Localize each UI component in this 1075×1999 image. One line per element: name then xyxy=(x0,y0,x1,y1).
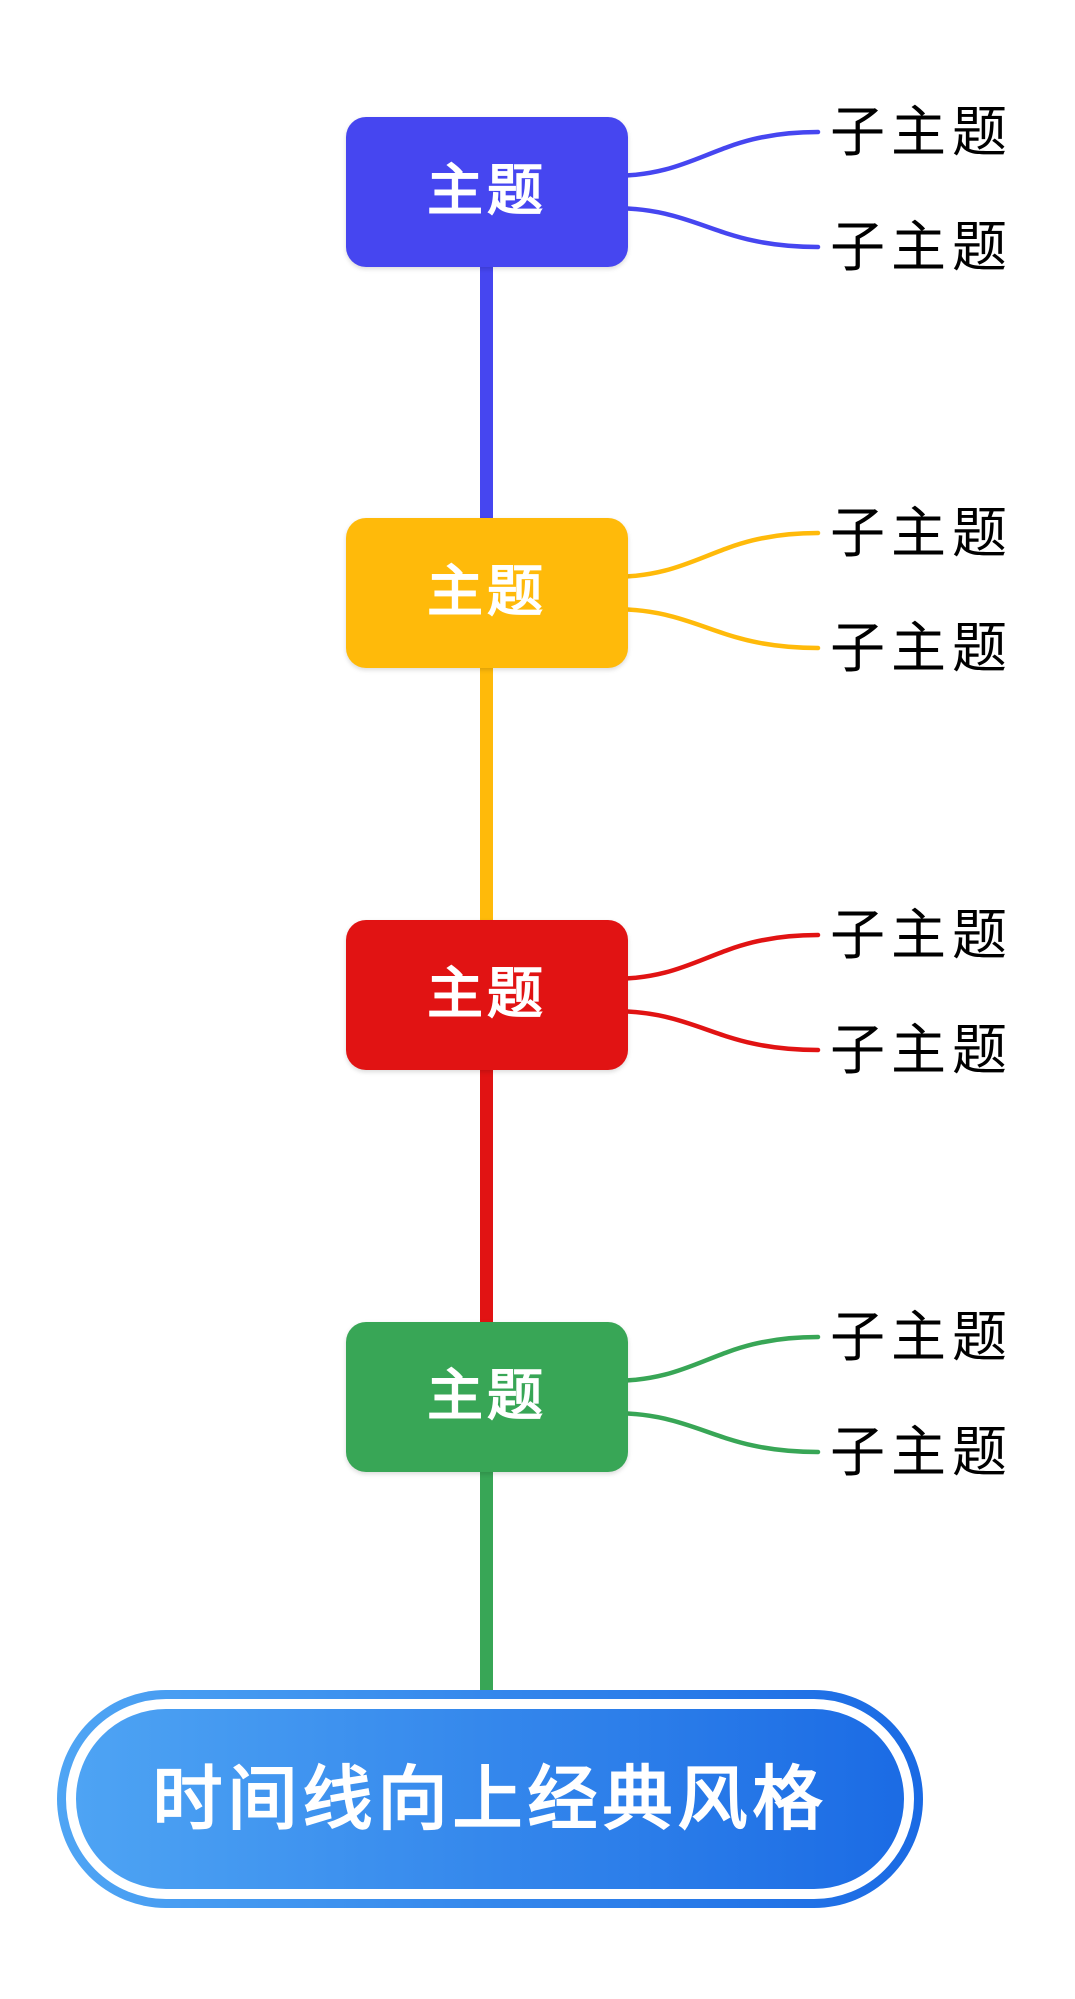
connector-topic1-sub1 xyxy=(609,129,821,179)
connector-topic3-sub1 xyxy=(609,932,821,982)
subtopic-node-3-1[interactable]: 子主题 xyxy=(830,903,1014,967)
topic-node-4-label: 主题 xyxy=(427,1364,547,1429)
topic-node-1[interactable]: 主题 xyxy=(346,117,628,267)
topic-node-2-label: 主题 xyxy=(427,560,547,625)
timeline-segment-3 xyxy=(480,995,493,1326)
timeline-segment-1 xyxy=(480,192,493,523)
connector-topic4-sub1 xyxy=(609,1334,821,1384)
topic-node-1-label: 主题 xyxy=(427,159,547,224)
root-node-label: 时间线向上经典风格 xyxy=(152,1758,828,1840)
topic-node-3[interactable]: 主题 xyxy=(346,920,628,1070)
subtopic-node-4-2[interactable]: 子主题 xyxy=(830,1420,1014,1484)
timeline-segment-2 xyxy=(480,593,493,924)
connector-topic2-sub2 xyxy=(609,606,821,651)
root-node[interactable]: 时间线向上经典风格 xyxy=(57,1690,923,1908)
connector-topic4-sub2 xyxy=(609,1410,821,1455)
subtopic-node-4-1[interactable]: 子主题 xyxy=(830,1305,1014,1369)
subtopic-node-1-1[interactable]: 子主题 xyxy=(830,100,1014,164)
subtopic-node-1-2[interactable]: 子主题 xyxy=(830,215,1014,279)
subtopic-node-2-2[interactable]: 子主题 xyxy=(830,616,1014,680)
connector-topic2-sub1 xyxy=(609,530,821,580)
connector-topic1-sub2 xyxy=(609,205,821,250)
subtopic-node-2-1[interactable]: 子主题 xyxy=(830,501,1014,565)
topic-node-3-label: 主题 xyxy=(427,962,547,1027)
subtopic-node-3-2[interactable]: 子主题 xyxy=(830,1018,1014,1082)
connector-topic3-sub2 xyxy=(609,1008,821,1053)
topic-node-4[interactable]: 主题 xyxy=(346,1322,628,1472)
topic-node-2[interactable]: 主题 xyxy=(346,518,628,668)
